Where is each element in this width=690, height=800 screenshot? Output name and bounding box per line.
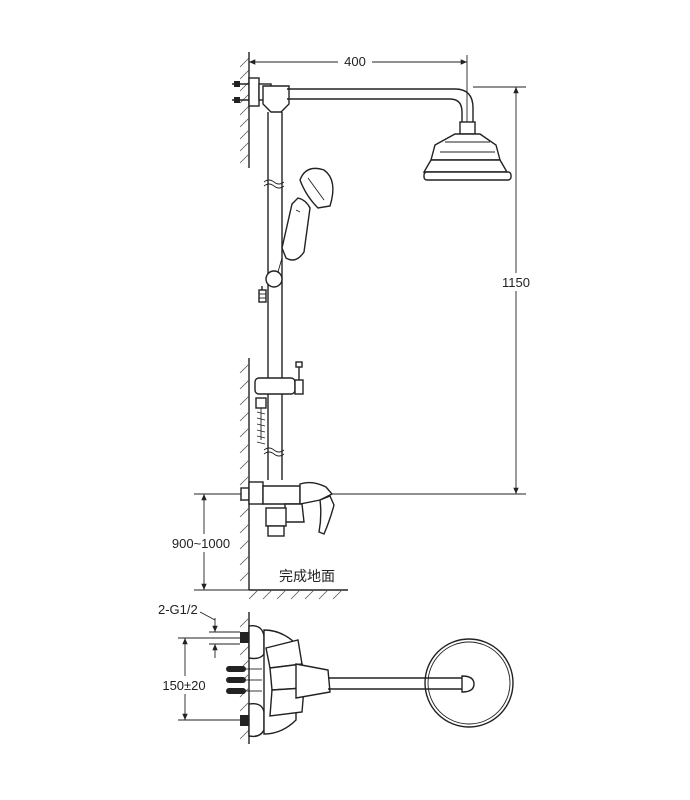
shower-head <box>422 133 512 181</box>
riser-pipe <box>263 112 285 480</box>
dimension-inlet-thread: 2-G1/2 <box>158 602 240 658</box>
dimension-inlet-spacing: 150±20 <box>158 637 240 721</box>
upper-wall <box>239 52 250 168</box>
shower-arm <box>287 88 476 135</box>
inlet-spacing-label: 150±20 <box>162 678 205 693</box>
dimension-arm-length: 400 <box>248 52 468 122</box>
arm-length-label: 400 <box>344 54 366 69</box>
finished-floor-label: 完成地面 <box>279 569 335 585</box>
hose <box>255 286 267 445</box>
total-height-label: 1150 <box>502 275 530 290</box>
dimension-total-height: 1150 <box>332 86 533 495</box>
plan-shower-arm <box>295 663 475 699</box>
dimension-mixer-height: 900~1000 <box>170 493 249 591</box>
plan-mount-screws <box>226 666 262 694</box>
mixer-height-label: 900~1000 <box>172 536 230 551</box>
hand-shower <box>265 167 334 288</box>
lower-wall-and-floor <box>239 358 348 600</box>
slide-bracket <box>254 361 304 395</box>
mixer-valve <box>240 481 335 537</box>
t-connector <box>262 85 290 113</box>
inlet-thread-label: 2-G1/2 <box>158 602 198 617</box>
top-wall-bracket <box>232 77 272 107</box>
plan-shower-head <box>424 638 514 728</box>
